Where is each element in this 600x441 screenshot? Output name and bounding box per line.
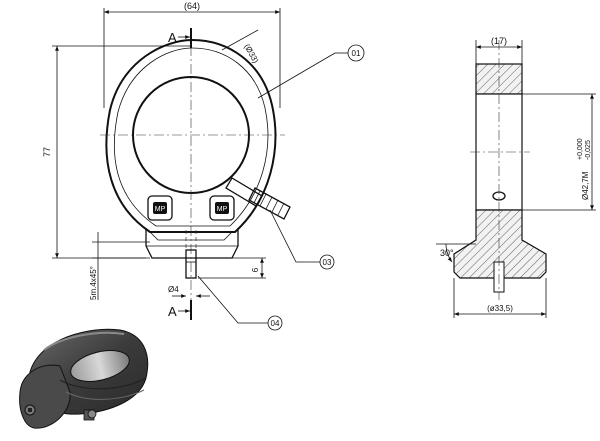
dim-base: (ø33,5) xyxy=(487,304,513,313)
front-view: MP MP A A xyxy=(42,1,365,331)
dim-bore: Ø42,7M xyxy=(581,171,590,200)
slot-pin xyxy=(185,249,197,279)
dim-angle: 30° xyxy=(440,248,454,258)
callout-01 xyxy=(347,44,365,62)
dim-height: 77 xyxy=(42,147,52,157)
svg-text:MP: MP xyxy=(217,206,228,213)
bottom-foot xyxy=(145,228,239,259)
section-foot-hatch xyxy=(453,209,547,279)
section-label-top: A xyxy=(168,30,177,45)
svg-text:01: 01 xyxy=(352,49,361,58)
iso-view xyxy=(19,328,149,429)
marking-right: MP xyxy=(209,195,235,221)
dim-chamfer: 5m.4x45° xyxy=(89,266,98,300)
dim-width-front: (64) xyxy=(184,1,200,11)
dim-slot-dia: Ø4 xyxy=(168,285,179,294)
callout-04 xyxy=(267,315,283,331)
section-view: (17) Ø42,7M +0,000 -0,025 30° (ø33,5) xyxy=(436,36,596,318)
marking-left: MP xyxy=(147,195,173,221)
tol-upper: +0,000 xyxy=(577,138,584,160)
dim-width-section: (17) xyxy=(491,36,507,46)
dim-slot-depth: 6 xyxy=(251,267,260,272)
tol-lower: -0,025 xyxy=(585,140,592,160)
svg-text:03: 03 xyxy=(323,258,332,267)
svg-text:MP: MP xyxy=(155,206,166,213)
dim-outer-dia: (Ø33) xyxy=(242,43,260,66)
screw-fitting xyxy=(225,177,291,220)
callout-03 xyxy=(319,254,335,270)
svg-text:04: 04 xyxy=(271,319,280,328)
section-label-bottom: A xyxy=(168,304,177,319)
